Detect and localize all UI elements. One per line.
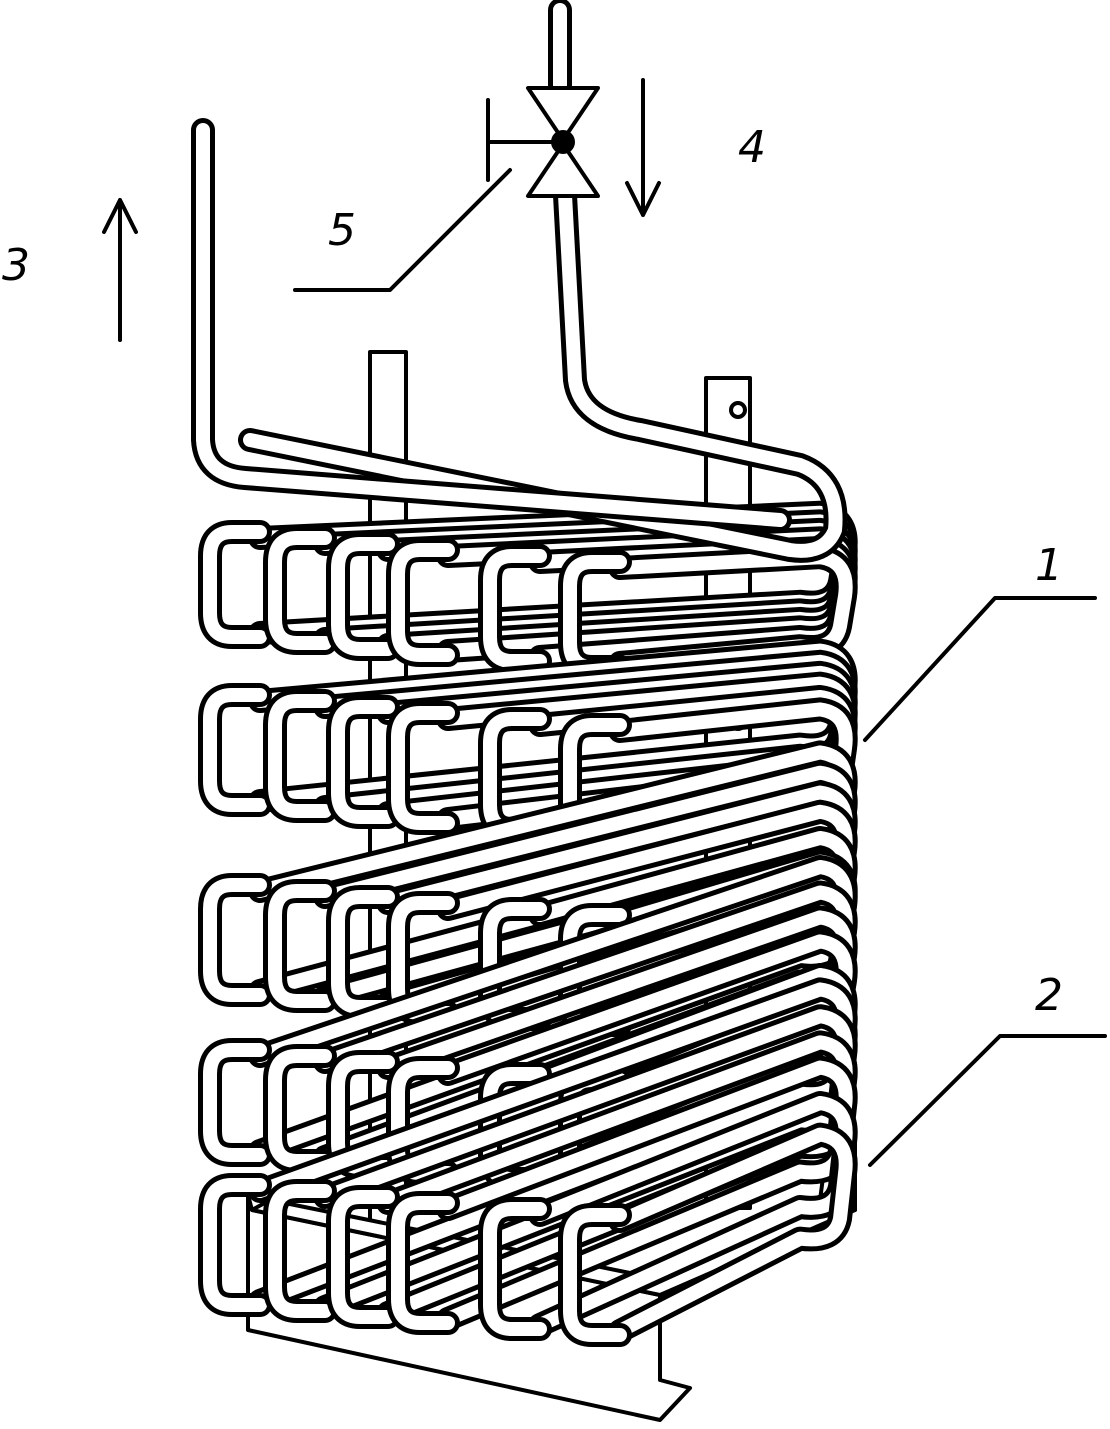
coil-u-bend <box>563 1208 627 1342</box>
label-inflow: 4 <box>738 122 766 173</box>
coil-u-bend <box>268 884 332 1008</box>
coil-u-bend <box>391 706 455 830</box>
label-valve: 5 <box>328 205 356 256</box>
reference-labels: 1 2 3 4 5 <box>2 122 1063 1021</box>
valve-upper-cone <box>526 86 600 142</box>
inlet-pipe <box>238 0 848 563</box>
label-coil: 1 <box>1035 540 1063 591</box>
coil-u-bend <box>203 878 267 1002</box>
label-outflow: 3 <box>2 240 30 291</box>
coil-u-bend <box>203 525 267 644</box>
coil-u-bend <box>483 549 547 668</box>
label-support-bracket: 2 <box>1035 970 1063 1021</box>
coil-u-bend <box>203 688 267 812</box>
coil-u-bend <box>268 694 332 818</box>
rail-bolt-hole <box>729 401 747 419</box>
globe-valve-icon <box>486 86 600 198</box>
coil-u-bend <box>331 700 395 824</box>
leader-lines <box>293 168 1107 1167</box>
coil-u-bend <box>331 537 395 656</box>
coil-u-bend <box>203 1178 267 1312</box>
coil-row <box>198 977 858 1347</box>
coil-u-bend <box>268 531 332 650</box>
coil-u-bend <box>391 1196 455 1330</box>
valve-lower-cone <box>526 142 600 198</box>
coil-u-bend <box>331 1190 395 1324</box>
arrow-down-icon <box>625 78 661 217</box>
leader-line-valve <box>293 168 512 292</box>
outlet-pipe <box>191 118 792 532</box>
valve-stem-ball <box>551 130 575 154</box>
coil-u-bend <box>268 1184 332 1318</box>
leader-line-bracket <box>868 1034 1107 1167</box>
coil-u-bend <box>391 543 455 662</box>
coil-u-bend <box>331 890 395 1014</box>
leader-line-coil <box>863 596 1097 742</box>
coil-u-bend <box>203 1043 267 1162</box>
arrow-up-icon <box>102 198 138 342</box>
valve-actuator-bar <box>486 98 554 182</box>
coil-u-bend <box>268 1049 332 1168</box>
coil-tube-run <box>613 1127 853 1338</box>
coil-u-bend <box>483 1202 547 1336</box>
